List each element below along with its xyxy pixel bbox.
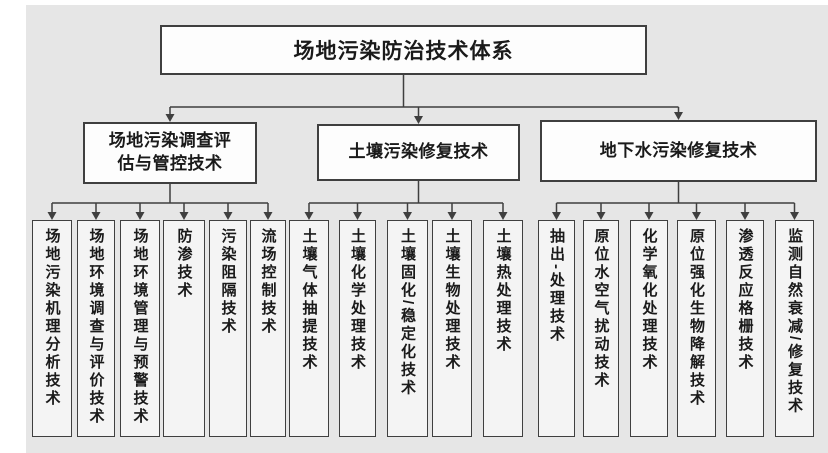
node-leaf: 抽出-处理技术 (538, 220, 575, 437)
leaf-label: 防渗技术 (175, 228, 193, 300)
node-leaf: 土壤气体抽提技术 (289, 220, 329, 437)
leaf-label: 场地环境调查与评价技术 (87, 228, 105, 426)
node-leaf: 防渗技术 (163, 220, 205, 437)
leaf-label: 土壤生物处理技术 (443, 228, 461, 372)
leaf-label: 监测自然衰减/修复技术 (786, 228, 803, 416)
node-branch-soil: 土壤污染修复技术 (317, 124, 520, 181)
leaf-label: 土壤热处理技术 (494, 228, 512, 354)
leaf-label: 抽出-处理技术 (548, 228, 565, 344)
branch-label: 场地污染调查评估与管控技术 (108, 131, 232, 173)
leaf-label: 原位水空气扰动技术 (592, 228, 610, 390)
leaf-label: 土壤气体抽提技术 (300, 228, 318, 372)
leaf-label: 原位强化生物降解技术 (688, 228, 705, 408)
node-leaf: 土壤生物处理技术 (432, 220, 472, 437)
node-branch-survey: 场地污染调查评估与管控技术 (83, 122, 257, 184)
leaf-label: 渗透反应格栅技术 (736, 228, 754, 372)
node-leaf: 监测自然衰减/修复技术 (775, 220, 814, 437)
node-leaf: 场地环境管理与预警技术 (120, 220, 160, 437)
node-leaf: 场地污染机理分析技术 (32, 220, 72, 437)
node-leaf: 原位强化生物降解技术 (677, 220, 716, 437)
node-branch-groundwater: 地下水污染修复技术 (540, 120, 817, 182)
leaf-label: 场地污染机理分析技术 (43, 228, 61, 408)
node-leaf: 污染阻隔技术 (209, 220, 247, 437)
node-leaf: 土壤热处理技术 (483, 220, 523, 437)
root-label: 场地污染防治技术体系 (293, 40, 514, 63)
leaf-label: 土壤化学处理技术 (349, 228, 366, 372)
node-root: 场地污染防治技术体系 (160, 25, 647, 75)
node-leaf: 渗透反应格栅技术 (726, 220, 764, 437)
branch-label: 土壤污染修复技术 (348, 142, 489, 162)
leaf-label: 化学氧化处理技术 (640, 228, 658, 372)
node-leaf: 流场控制技术 (250, 220, 286, 437)
leaf-label: 土壤固化/稳定化技术 (399, 228, 416, 398)
branch-label: 地下水污染修复技术 (599, 140, 758, 160)
node-leaf: 场地环境调查与评价技术 (77, 220, 115, 437)
leaf-label: 场地环境管理与预警技术 (131, 228, 149, 426)
leaf-label: 污染阻隔技术 (219, 228, 237, 336)
node-leaf: 土壤化学处理技术 (339, 220, 376, 437)
node-leaf: 化学氧化处理技术 (630, 220, 668, 437)
leaf-label: 流场控制技术 (259, 228, 277, 336)
node-leaf: 土壤固化/稳定化技术 (387, 220, 428, 437)
node-leaf: 原位水空气扰动技术 (583, 220, 619, 437)
